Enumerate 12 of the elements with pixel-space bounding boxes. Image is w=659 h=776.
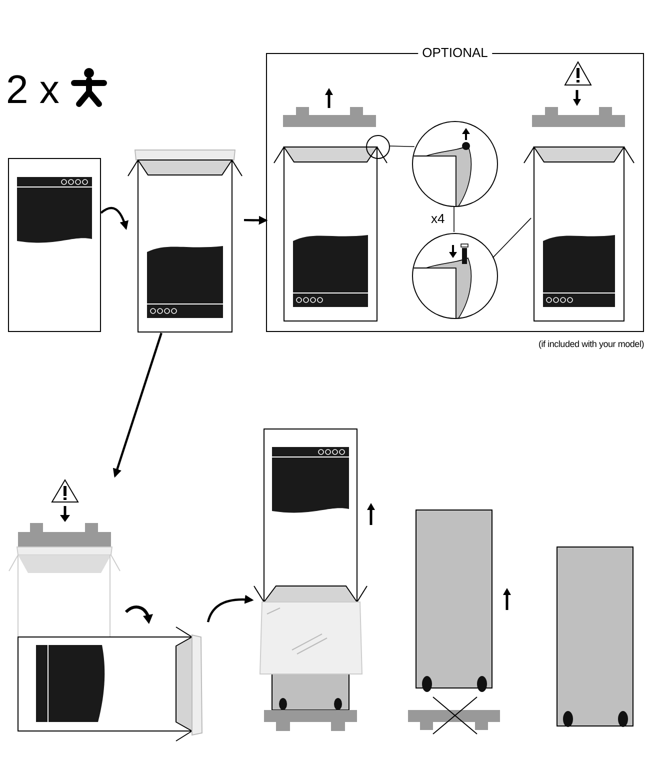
leader-line [388, 146, 415, 148]
leader-line [492, 218, 532, 258]
arrow [206, 595, 254, 622]
person-count: 2 x [6, 68, 60, 112]
corner-cut-drawing [412, 233, 498, 319]
arrow [112, 332, 162, 478]
footnote: (if included with your model) [538, 338, 644, 350]
box-lifting-drawing [252, 428, 370, 732]
arrow [244, 216, 268, 225]
closed-box-drawing [8, 158, 101, 332]
open-box-drawing [271, 144, 389, 324]
corner-detail-drawing [412, 121, 498, 207]
